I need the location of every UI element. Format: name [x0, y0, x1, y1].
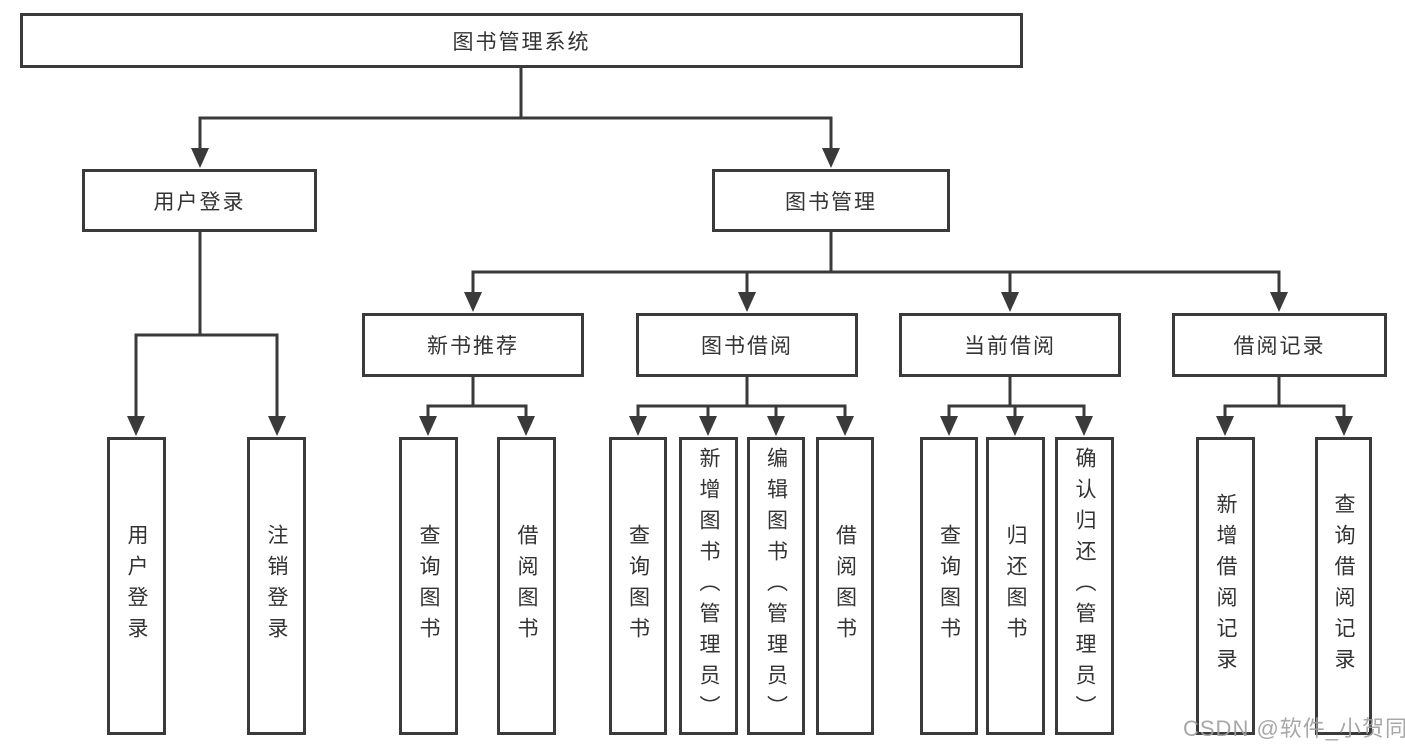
leaf-bb-add-books-admin: 新增图书（管理员） — [679, 437, 738, 735]
node-book-borrowing: 图书借阅 — [636, 313, 858, 377]
leaf-br-add-borrow-record: 新增借阅记录 — [1196, 437, 1255, 735]
leaf-label: 查询图书 — [417, 524, 440, 648]
node-label: 图书管理 — [785, 190, 877, 214]
leaf-label: 查询图书 — [626, 524, 650, 648]
node-label: 借阅记录 — [1233, 335, 1326, 358]
edge-newbook-to-leaves — [419, 377, 535, 436]
leaf-nbr-query-books: 查询图书 — [399, 437, 458, 735]
leaf-label: 借阅图书 — [833, 524, 857, 648]
edge-records-to-leaves — [1216, 377, 1353, 436]
node-current-borrowing: 当前借阅 — [899, 313, 1121, 377]
leaf-label: 新增图书（管理员） — [697, 446, 720, 726]
leaf-user-login: 用户登录 — [107, 437, 166, 735]
node-new-book-recommendation: 新书推荐 — [362, 313, 584, 377]
leaf-label: 归还图书 — [1004, 524, 1027, 648]
leaf-label: 编辑图书（管理员） — [764, 446, 788, 726]
node-library-management-system: 图书管理系统 — [20, 13, 1023, 68]
leaf-bb-edit-books-admin: 编辑图书（管理员） — [747, 437, 805, 735]
leaf-label: 查询借阅记录 — [1332, 493, 1355, 679]
edge-bookmgmt-to-level3 — [464, 232, 1288, 312]
leaf-nbr-borrow-books: 借阅图书 — [497, 437, 556, 735]
leaf-label: 借阅图书 — [515, 524, 538, 648]
edge-root-to-level2 — [191, 67, 840, 168]
leaf-label: 新增借阅记录 — [1214, 493, 1237, 679]
node-label: 新书推荐 — [427, 335, 519, 358]
node-borrowing-records: 借阅记录 — [1172, 313, 1387, 377]
leaf-label: 确认归还（管理员） — [1073, 446, 1096, 726]
edge-current-to-leaves — [940, 377, 1093, 436]
leaf-label: 用户登录 — [125, 524, 148, 648]
leaf-br-query-borrow-record: 查询借阅记录 — [1315, 437, 1372, 735]
leaf-bb-query-books: 查询图书 — [609, 437, 667, 735]
leaf-cb-confirm-return-admin: 确认归还（管理员） — [1055, 437, 1114, 735]
leaf-cb-query-books: 查询图书 — [920, 437, 978, 735]
node-user-login: 用户登录 — [82, 169, 317, 232]
node-label: 用户登录 — [153, 190, 246, 214]
edge-userlogin-to-leaves — [127, 232, 286, 436]
leaf-bb-borrow-books: 借阅图书 — [816, 437, 874, 735]
leaf-cb-return-books: 归还图书 — [986, 437, 1045, 735]
node-book-management: 图书管理 — [712, 169, 950, 232]
csdn-watermark: CSDN @软件_小贺同学 — [1183, 716, 1405, 741]
leaf-logout: 注销登录 — [247, 437, 306, 735]
edge-borrow-to-leaves — [629, 377, 854, 436]
node-label: 图书借阅 — [701, 335, 793, 358]
node-label: 图书管理系统 — [452, 30, 591, 54]
node-label: 当前借阅 — [964, 335, 1056, 358]
leaf-label: 注销登录 — [265, 524, 288, 648]
leaf-label: 查询图书 — [937, 524, 961, 648]
